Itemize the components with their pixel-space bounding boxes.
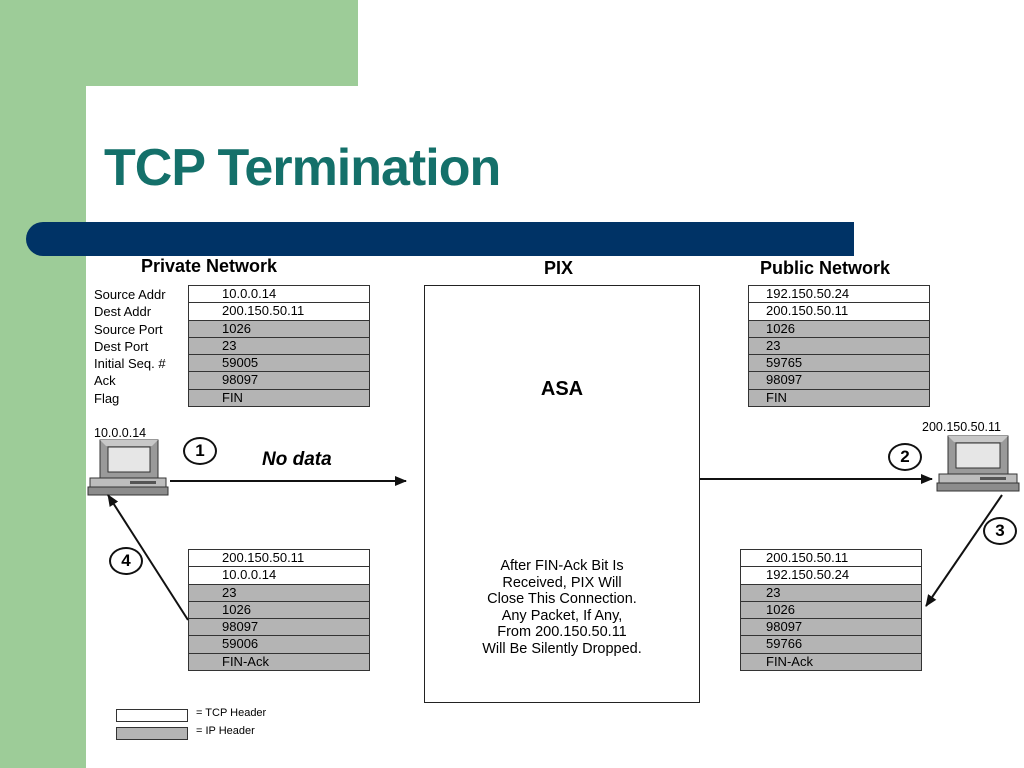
content-corner bbox=[86, 86, 206, 206]
ip-header-swatch bbox=[116, 727, 188, 740]
pix-note-line: From 200.150.50.11 bbox=[497, 624, 627, 640]
packet-2-flag: FIN bbox=[749, 389, 929, 408]
packet-2-dest-port: 23 bbox=[749, 337, 929, 356]
label-dest-port: Dest Port bbox=[94, 338, 149, 354]
packet-4-flag: FIN-Ack bbox=[189, 653, 369, 672]
packet-1-source-addr: 10.0.0.14 bbox=[189, 286, 369, 304]
packet-2-seq: 59765 bbox=[749, 355, 929, 373]
arrow-3 bbox=[925, 494, 1003, 607]
packet-4-dest-port: 1026 bbox=[189, 601, 369, 620]
pix-heading: PIX bbox=[544, 258, 574, 278]
packet-3-dest-port: 1026 bbox=[741, 601, 921, 620]
pix-note-line: Any Packet, If Any, bbox=[501, 607, 623, 624]
tcp-header-swatch bbox=[116, 709, 188, 722]
arrow-4 bbox=[107, 494, 189, 621]
packet-3-dest-addr: 192.150.50.24 bbox=[741, 567, 921, 585]
ip-header-legend: = IP Header bbox=[196, 725, 255, 737]
packet-1-seq: 59005 bbox=[189, 355, 369, 373]
packet-3-source-port: 23 bbox=[741, 584, 921, 602]
no-data-label: No data bbox=[262, 449, 332, 470]
label-source-addr: Source Addr bbox=[94, 287, 166, 302]
pix-note-line: Close This Connection. bbox=[487, 591, 637, 607]
pix-note-line: Will Be Silently Dropped. bbox=[482, 640, 642, 657]
step-3-badge: 3 bbox=[983, 517, 1017, 545]
packet-1-dest-addr: 200.150.50.11 bbox=[189, 303, 369, 321]
pix-firewall-box: ASA After FIN-Ack Bit Is Received, PIX W… bbox=[424, 285, 700, 703]
label-dest-addr: Dest Addr bbox=[94, 304, 152, 320]
packet-1-ack: 98097 bbox=[189, 372, 369, 390]
packet-2-source-port: 1026 bbox=[749, 320, 929, 338]
packet-3-table: 200.150.50.11 192.150.50.24 23 1026 9809… bbox=[740, 549, 922, 672]
green-side-band bbox=[0, 0, 86, 768]
packet-3-ack: 59766 bbox=[741, 636, 921, 654]
tcp-header-legend: = TCP Header bbox=[196, 707, 267, 719]
private-computer-icon bbox=[87, 439, 169, 496]
step-4-badge: 4 bbox=[109, 547, 143, 575]
step-1-badge: 1 bbox=[183, 437, 217, 465]
title-underline-bar bbox=[26, 222, 854, 256]
packet-2-table: 192.150.50.24 200.150.50.11 1026 23 5976… bbox=[748, 285, 930, 408]
packet-1-flag: FIN bbox=[189, 389, 369, 408]
packet-4-source-port: 23 bbox=[189, 584, 369, 602]
packet-4-source-addr: 200.150.50.11 bbox=[189, 550, 369, 568]
private-network-heading: Private Network bbox=[141, 256, 278, 276]
packet-4-table: 200.150.50.11 10.0.0.14 23 1026 98097 59… bbox=[188, 549, 370, 672]
packet-4-seq: 98097 bbox=[189, 619, 369, 637]
packet-4-dest-addr: 10.0.0.14 bbox=[189, 567, 369, 585]
pix-note-line: Received, PIX Will bbox=[502, 574, 622, 591]
packet-3-source-addr: 200.150.50.11 bbox=[741, 550, 921, 568]
label-flag: Flag bbox=[94, 390, 120, 406]
pix-note-line: After FIN-Ack Bit Is bbox=[500, 558, 624, 574]
step-2-badge: 2 bbox=[888, 443, 922, 471]
packet-2-ack: 98097 bbox=[749, 372, 929, 390]
packet-1-table: 10.0.0.14 200.150.50.11 1026 23 59005 98… bbox=[188, 285, 370, 408]
packet-4-ack: 59006 bbox=[189, 636, 369, 654]
packet-3-flag: FIN-Ack bbox=[741, 653, 921, 672]
packet-3-seq: 98097 bbox=[741, 619, 921, 637]
label-ack: Ack bbox=[94, 373, 116, 389]
public-host-ip: 200.150.50.11 bbox=[922, 420, 1002, 434]
packet-2-source-addr: 192.150.50.24 bbox=[749, 286, 929, 304]
public-network-heading: Public Network bbox=[760, 258, 891, 278]
field-labels: Source Addr Dest Addr Source Port Dest P… bbox=[94, 286, 166, 407]
asa-label: ASA bbox=[540, 378, 584, 400]
label-source-port: Source Port bbox=[94, 321, 163, 337]
packet-2-dest-addr: 200.150.50.11 bbox=[749, 303, 929, 321]
private-host-ip: 10.0.0.14 bbox=[94, 426, 147, 440]
label-initial-seq: Initial Seq. # bbox=[94, 356, 166, 372]
packet-1-source-port: 1026 bbox=[189, 320, 369, 338]
pix-note: After FIN-Ack Bit Is Received, PIX Will … bbox=[425, 558, 699, 657]
slide-title: TCP Termination bbox=[104, 139, 501, 197]
packet-1-dest-port: 23 bbox=[189, 337, 369, 356]
green-top-band bbox=[0, 0, 358, 86]
public-computer-icon bbox=[936, 435, 1020, 492]
